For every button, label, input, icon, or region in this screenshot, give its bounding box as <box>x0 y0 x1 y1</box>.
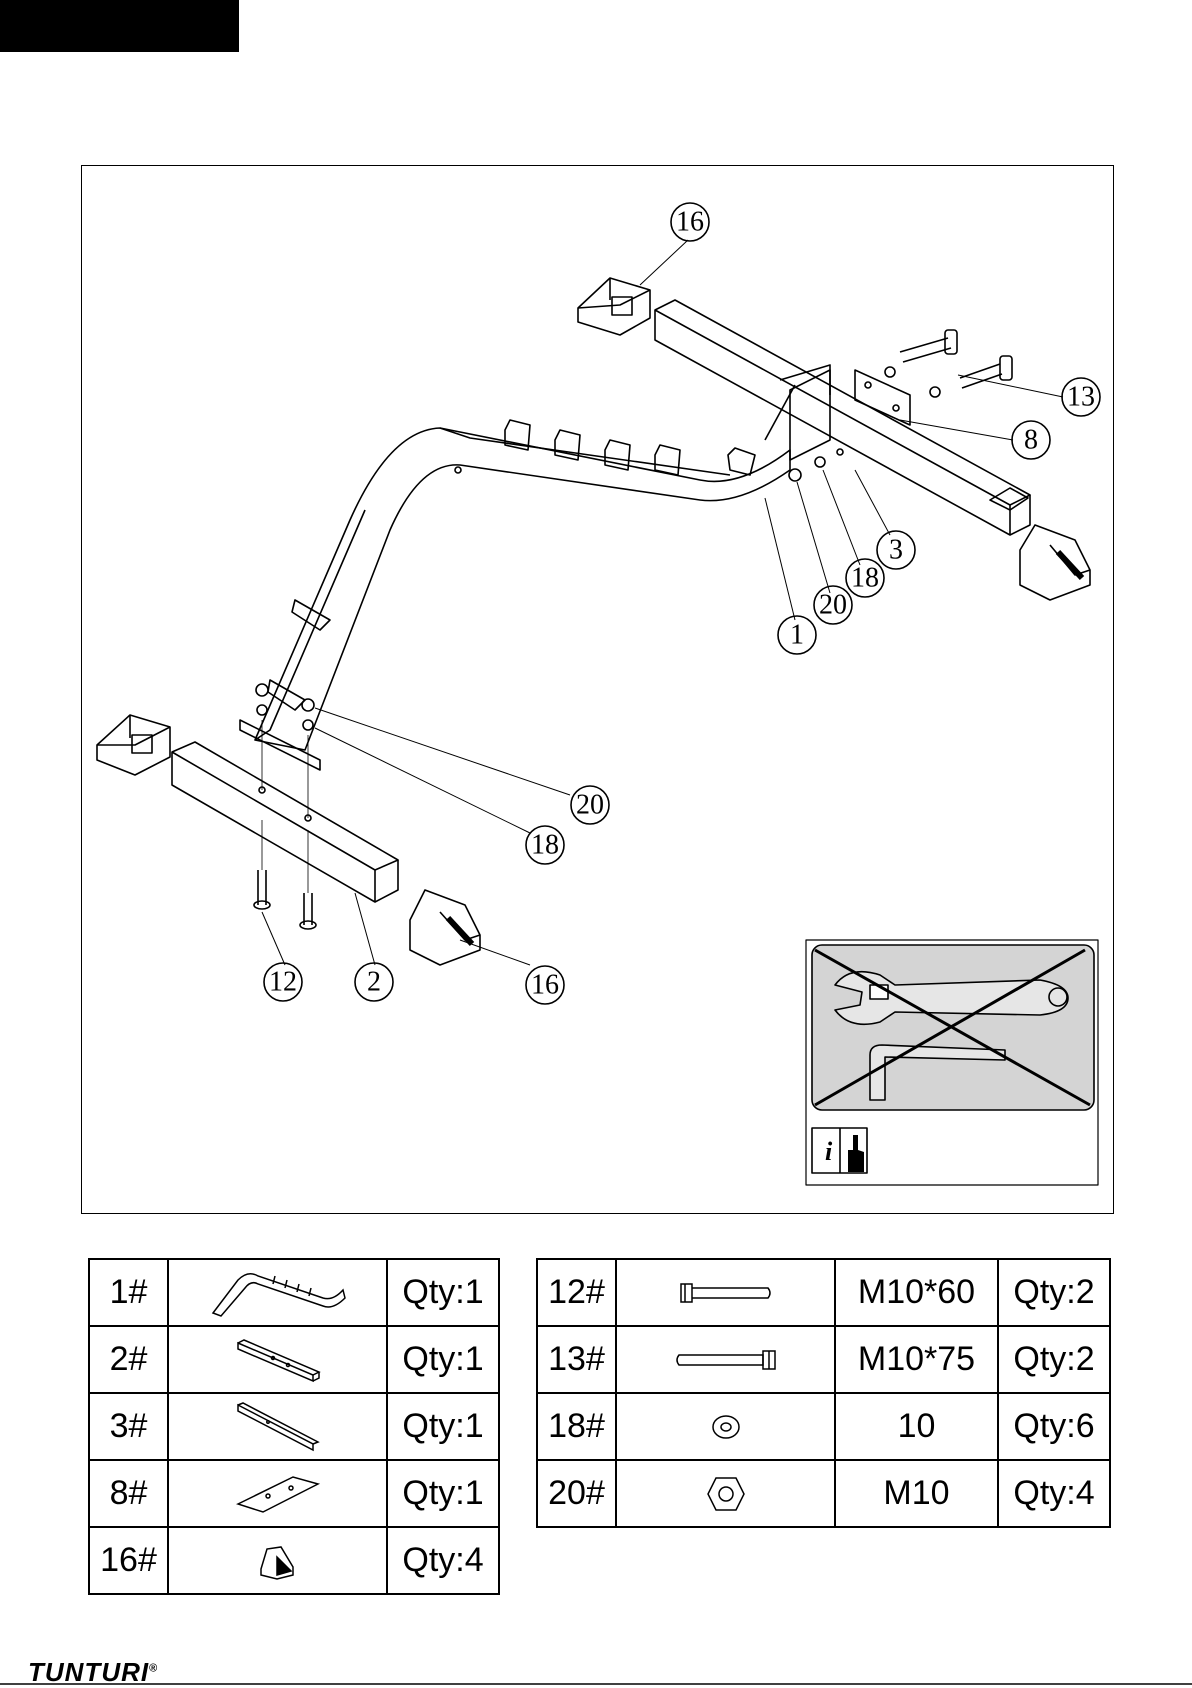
part-qty: Qty:4 <box>387 1527 499 1594</box>
part-qty: Qty:1 <box>387 1460 499 1527</box>
part-qty: Qty:4 <box>998 1460 1110 1527</box>
part-size: 10 <box>835 1393 998 1460</box>
manual-info-icon: i <box>812 1128 867 1173</box>
part-number: 1# <box>89 1259 168 1326</box>
main-frame-part <box>255 365 830 750</box>
part-number: 13# <box>537 1326 616 1393</box>
parts-table-left: 1# Qty:1 2# Qty:1 3# <box>88 1258 500 1595</box>
bolt-12-part <box>254 820 316 929</box>
svg-text:i: i <box>825 1137 833 1166</box>
brand-logo: TUNTURI® <box>28 1657 158 1688</box>
table-row: 16# Qty:4 <box>89 1527 499 1594</box>
callout-20-left: 20 <box>576 790 604 821</box>
nut-icon <box>616 1460 835 1527</box>
rear-stabilizer-part <box>655 300 1030 535</box>
table-row: 3# Qty:1 <box>89 1393 499 1460</box>
part-qty: Qty:1 <box>387 1259 499 1326</box>
front-stabilizer-icon <box>168 1326 387 1393</box>
part-number: 3# <box>89 1393 168 1460</box>
part-number: 8# <box>89 1460 168 1527</box>
callout-8: 8 <box>1024 425 1038 456</box>
callout-2: 2 <box>367 967 381 998</box>
table-row: 18# 10 Qty:6 <box>537 1393 1110 1460</box>
end-cap-bottom <box>410 890 480 965</box>
bolt-icon <box>616 1259 835 1326</box>
right-nut-washer <box>789 449 843 481</box>
bolt-icon <box>616 1326 835 1393</box>
part-number: 12# <box>537 1259 616 1326</box>
table-row: 12# M10*60 Qty:2 <box>537 1259 1110 1326</box>
bolt-13-part <box>885 330 1012 397</box>
part-qty: Qty:2 <box>998 1326 1110 1393</box>
brand-name: TUNTURI <box>28 1657 149 1687</box>
part-qty: Qty:6 <box>998 1393 1110 1460</box>
brand-registered-mark: ® <box>149 1662 158 1674</box>
part-qty: Qty:1 <box>387 1326 499 1393</box>
tool-warning-box: i <box>806 940 1098 1185</box>
part-size: M10*75 <box>835 1326 998 1393</box>
plate-icon <box>168 1460 387 1527</box>
callout-13: 13 <box>1067 382 1095 413</box>
callout-16-top: 16 <box>676 207 704 238</box>
callout-18-left: 18 <box>531 830 559 861</box>
end-cap-icon <box>168 1527 387 1594</box>
part-qty: Qty:2 <box>998 1259 1110 1326</box>
plate-part <box>855 370 910 425</box>
part-number: 2# <box>89 1326 168 1393</box>
end-cap-right <box>1020 525 1090 600</box>
leader-lines <box>262 240 1063 965</box>
end-cap-left <box>97 715 170 775</box>
callout-16-bottom: 16 <box>531 970 559 1001</box>
main-frame-icon <box>168 1259 387 1326</box>
washer-icon <box>616 1393 835 1460</box>
part-number: 20# <box>537 1460 616 1527</box>
end-cap-top <box>578 278 650 335</box>
part-number: 16# <box>89 1527 168 1594</box>
front-stabilizer-part <box>172 742 398 902</box>
part-number: 18# <box>537 1393 616 1460</box>
part-size: M10*60 <box>835 1259 998 1326</box>
table-row: 2# Qty:1 <box>89 1326 499 1393</box>
table-row: 1# Qty:1 <box>89 1259 499 1326</box>
part-size: M10 <box>835 1460 998 1527</box>
rear-stabilizer-icon <box>168 1393 387 1460</box>
part-qty: Qty:1 <box>387 1393 499 1460</box>
callout-circles <box>264 203 1100 1004</box>
callout-1: 1 <box>790 620 804 651</box>
callout-18-right: 18 <box>851 563 879 594</box>
callout-3: 3 <box>889 535 903 566</box>
table-row: 13# M10*75 Qty:2 <box>537 1326 1110 1393</box>
parts-table-right: 12# M10*60 Qty:2 13# M10*75 Qty:2 18# 10 <box>536 1258 1111 1528</box>
table-row: 20# M10 Qty:4 <box>537 1460 1110 1527</box>
callout-20-right: 20 <box>819 590 847 621</box>
table-row: 8# Qty:1 <box>89 1460 499 1527</box>
callout-12: 12 <box>269 967 297 998</box>
